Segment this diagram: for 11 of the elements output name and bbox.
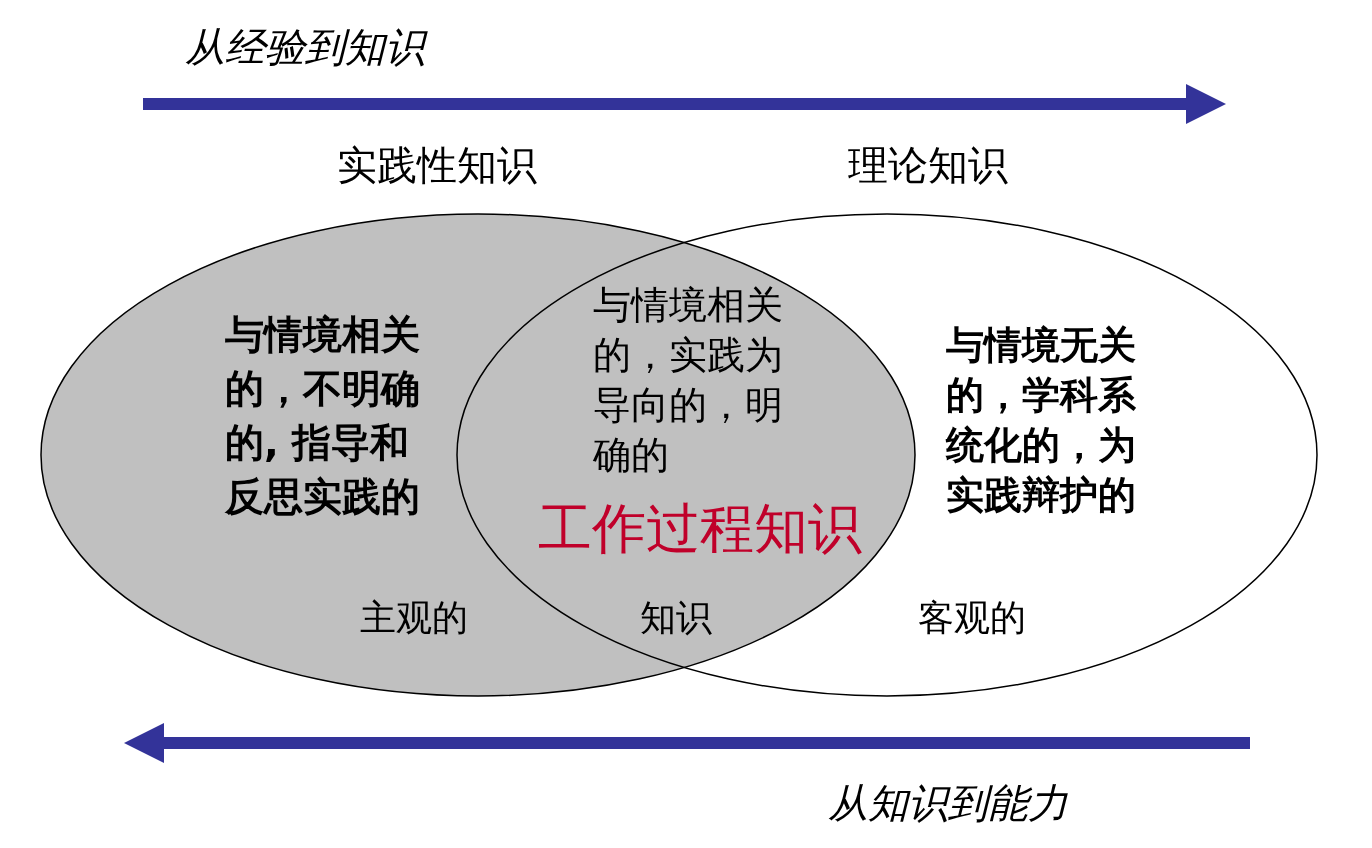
region-label: 客观的	[918, 596, 1027, 640]
arrow-caption: 从知识到能力	[828, 779, 1069, 828]
description: 与情境相关的，不明确的, 指导和反思实践的	[225, 311, 421, 521]
heading: 理论知识	[847, 141, 1009, 190]
region-label: 主观的	[360, 596, 469, 640]
description: 与情境无关的，学科系统化的，为实践辩护的	[946, 322, 1137, 519]
heading: 工作过程知识	[538, 496, 863, 562]
heading: 实践性知识	[336, 141, 538, 190]
description: 与情境相关的，实践为导向的，明确的	[593, 282, 784, 479]
region-label: 知识	[640, 596, 713, 640]
arrow-caption: 从经验到知识	[185, 22, 505, 72]
